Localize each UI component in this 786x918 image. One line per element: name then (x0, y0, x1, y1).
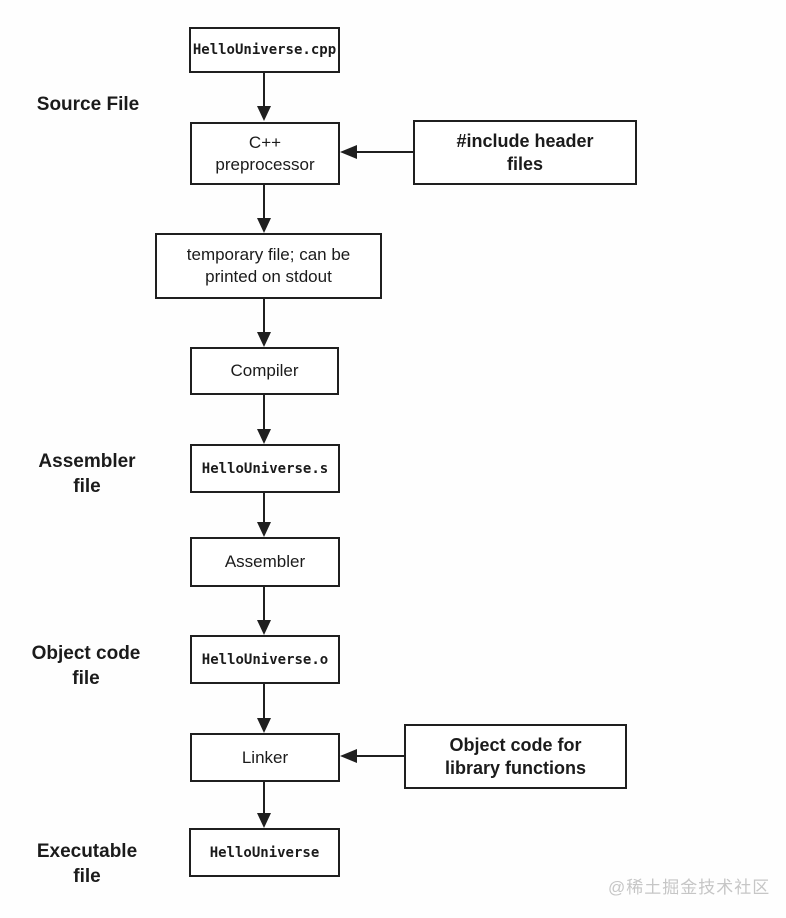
label-object-code-file: Object code file (31, 643, 141, 689)
arrow-tempfile-to-compiler (257, 299, 271, 347)
watermark: @稀土掘金技术社区 (608, 878, 771, 897)
label-source-file: Source File (36, 94, 140, 115)
label-executable-file: Executable file (36, 841, 138, 887)
node-hellouniverse-o: HelloUniverse.o (190, 635, 340, 684)
node-hellouniverse-s: HelloUniverse.s (190, 444, 340, 493)
arrow-libraries-to-linker (340, 749, 404, 763)
node-hellouniverse-cpp: HelloUniverse.cpp (189, 27, 340, 73)
node-object-code-libraries: Object code for library functions (404, 724, 627, 789)
node-temporary-file: temporary file; can be printed on stdout (155, 233, 382, 299)
node-hellouniverse-exe: HelloUniverse (189, 828, 340, 877)
node-assembler: Assembler (190, 537, 340, 587)
arrow-preprocessor-to-tempfile (257, 185, 271, 233)
label-assembler-file: Assembler file (38, 451, 136, 497)
node-linker: Linker (190, 733, 340, 782)
arrow-assemblerfile-to-assembler (257, 493, 271, 537)
arrow-source-to-preprocessor (257, 73, 271, 121)
node-cpp-preprocessor: C++ preprocessor (190, 122, 340, 185)
arrow-compiler-to-assemblerfile (257, 395, 271, 444)
arrow-headers-to-preprocessor (340, 145, 413, 159)
arrow-linker-to-executable (257, 782, 271, 828)
node-compiler: Compiler (190, 347, 339, 395)
arrow-assembler-to-objectfile (257, 587, 271, 635)
arrow-objectfile-to-linker (257, 684, 271, 733)
node-include-header-files: #include header files (413, 120, 637, 185)
